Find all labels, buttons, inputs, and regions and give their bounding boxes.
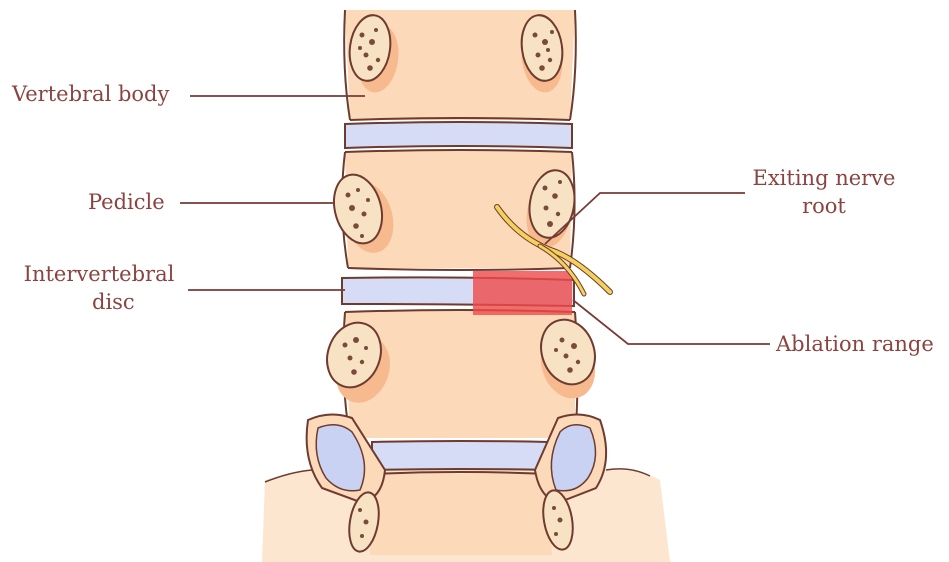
label-intervertebral-disc-line1: Intervertebral: [14, 260, 184, 288]
label-exiting-nerve-root-line2: root: [744, 192, 904, 220]
intervertebral-disc-upper: [345, 122, 572, 148]
ablation-range-box: [473, 271, 572, 315]
label-exiting-nerve-root-line1: Exiting nerve: [744, 164, 904, 192]
label-vertebral-body: Vertebral body: [12, 80, 169, 108]
label-intervertebral-disc: Intervertebral disc: [14, 260, 184, 316]
label-intervertebral-disc-line2: disc: [14, 288, 184, 316]
label-exiting-nerve-root: Exiting nerve root: [744, 164, 904, 220]
leader-ablation-range: [573, 300, 770, 344]
label-pedicle: Pedicle: [88, 188, 165, 216]
intervertebral-disc-lower: [372, 441, 548, 470]
label-ablation-range: Ablation range: [776, 330, 934, 358]
vertebra-bottom: [370, 472, 552, 555]
